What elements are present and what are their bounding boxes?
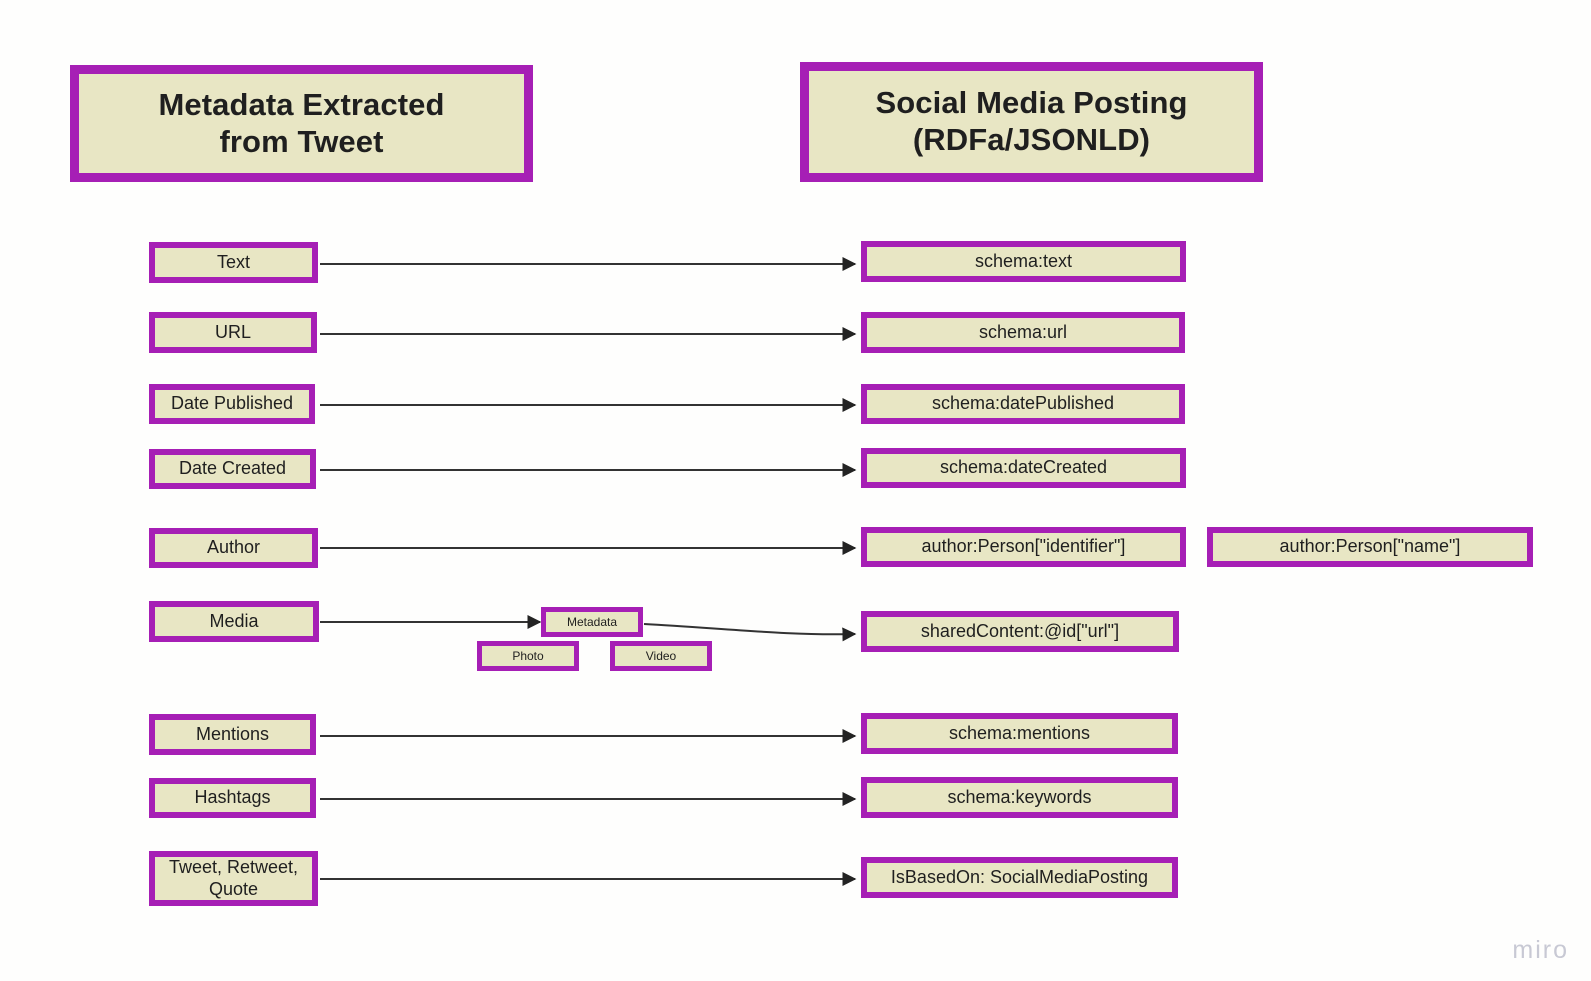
node-is-based-on-social-media-posting[interactable]: IsBasedOn: SocialMediaPosting — [861, 857, 1178, 898]
header-left-line2: from Tweet — [219, 123, 384, 159]
node-schema-text[interactable]: schema:text — [861, 241, 1186, 282]
node-hashtags[interactable]: Hashtags — [149, 778, 316, 818]
node-schema-date-created[interactable]: schema:dateCreated — [861, 448, 1186, 488]
node-text[interactable]: Text — [149, 242, 318, 283]
node-author-person-name[interactable]: author:Person["name"] — [1207, 527, 1533, 567]
node-author-person-identifier[interactable]: author:Person["identifier"] — [861, 527, 1186, 567]
node-media[interactable]: Media — [149, 601, 319, 642]
node-tweet-retweet-quote[interactable]: Tweet, Retweet, Quote — [149, 851, 318, 906]
node-shared-content-id-url[interactable]: sharedContent:@id["url"] — [861, 611, 1179, 652]
node-schema-url[interactable]: schema:url — [861, 312, 1185, 353]
node-date-published[interactable]: Date Published — [149, 384, 315, 424]
node-schema-date-published[interactable]: schema:datePublished — [861, 384, 1185, 424]
node-tweet-line1: Tweet, Retweet, — [168, 857, 299, 878]
node-tweet-line2: Quote — [208, 878, 259, 899]
header-left-metadata-extracted: Metadata Extracted from Tweet — [70, 65, 533, 182]
node-schema-keywords[interactable]: schema:keywords — [861, 777, 1178, 818]
node-media-photo[interactable]: Photo — [477, 641, 579, 671]
header-left-line1: Metadata Extracted — [158, 86, 445, 122]
node-url[interactable]: URL — [149, 312, 317, 353]
node-date-created[interactable]: Date Created — [149, 449, 316, 489]
header-right-line1: Social Media Posting — [875, 85, 1188, 121]
node-media-metadata[interactable]: Metadata — [541, 607, 643, 637]
miro-watermark: miro — [1512, 936, 1569, 964]
header-right-social-media-posting: Social Media Posting (RDFa/JSONLD) — [800, 62, 1263, 182]
header-right-line2: (RDFa/JSONLD) — [912, 122, 1151, 157]
connector-metadata-shared — [643, 623, 857, 642]
node-author[interactable]: Author — [149, 528, 318, 568]
node-mentions[interactable]: Mentions — [149, 714, 316, 755]
node-media-video[interactable]: Video — [610, 641, 712, 671]
node-schema-mentions[interactable]: schema:mentions — [861, 713, 1178, 754]
